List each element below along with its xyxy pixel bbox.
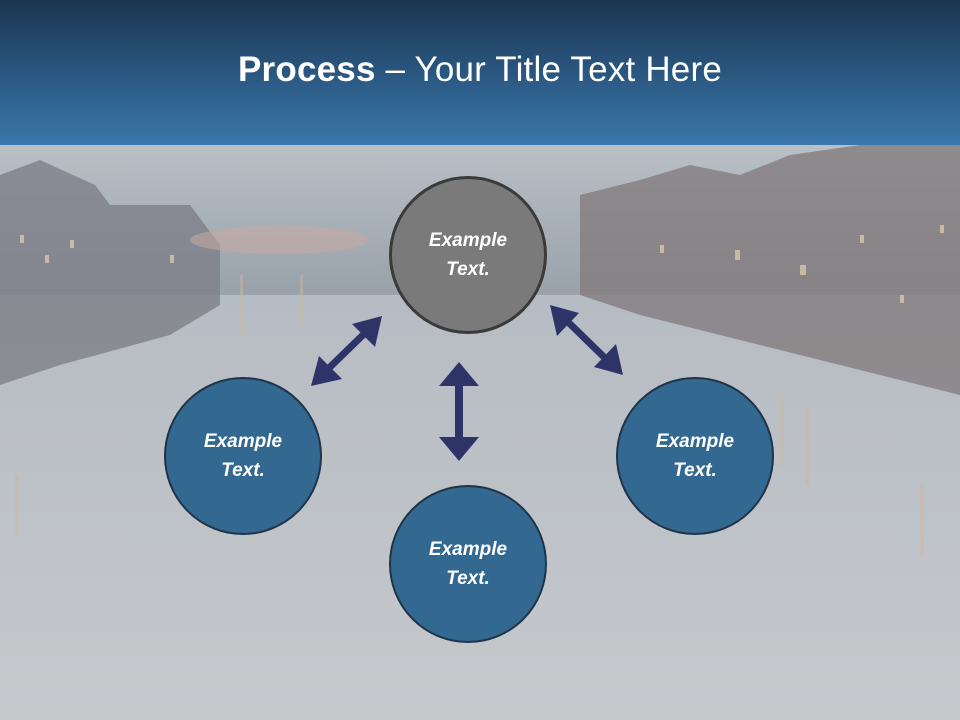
- node-bottom: Example Text.: [389, 485, 547, 643]
- node-bottom-line1: Example: [428, 539, 508, 560]
- node-bottom-line2: Text.: [446, 568, 490, 589]
- title-bar: Process – Your Title Text Here: [0, 0, 960, 145]
- node-right-line2: Text.: [673, 460, 717, 481]
- node-left-line1: Example: [203, 431, 283, 452]
- node-left: Example Text.: [164, 377, 322, 535]
- node-center-line2: Text.: [446, 259, 490, 280]
- slide-title: Process – Your Title Text Here: [238, 50, 722, 90]
- node-left-line2: Text.: [221, 460, 265, 481]
- title-bold: Process: [238, 49, 376, 89]
- title-rest: – Your Title Text Here: [375, 49, 722, 89]
- node-right: Example Text.: [616, 377, 774, 535]
- node-center: Example Text.: [389, 176, 547, 334]
- node-right-line1: Example: [655, 431, 735, 452]
- node-center-line1: Example: [428, 230, 508, 251]
